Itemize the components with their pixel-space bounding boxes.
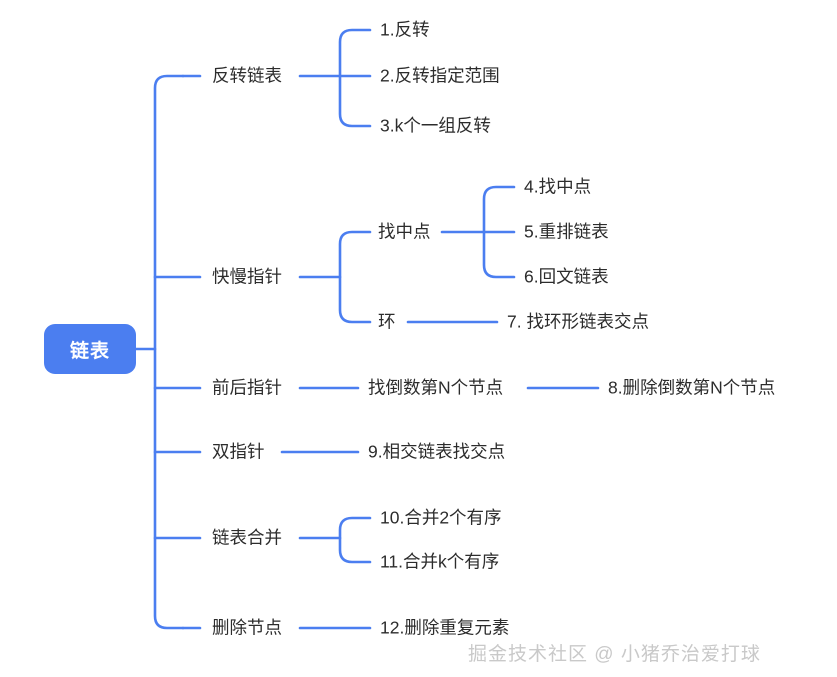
leaf-label-cycle-intersection[interactable]: 7. 找环形链表交点 <box>507 311 649 332</box>
leaf-label-reorder-list[interactable]: 5.重排链表 <box>524 221 609 242</box>
wire-fanzhuan-spine <box>338 28 372 128</box>
leaf-label-merge-k-sorted[interactable]: 11.合并k个有序 <box>380 551 500 572</box>
leaf-label-reverse[interactable]: 1.反转 <box>380 19 430 40</box>
branch-label-two-pointer[interactable]: 双指针 <box>212 441 265 462</box>
leaf-label-reverse-range[interactable]: 2.反转指定范围 <box>380 65 500 86</box>
branch-label-fast-slow-pointer[interactable]: 快慢指针 <box>212 266 282 287</box>
branch-label-reverse-list[interactable]: 反转链表 <box>212 65 282 86</box>
leaf-label-intersection-of-lists[interactable]: 9.相交链表找交点 <box>368 441 506 462</box>
leaf-label-remove-nth-from-end[interactable]: 8.删除倒数第N个节点 <box>608 377 776 398</box>
wire-kuaiman-spine <box>338 230 372 324</box>
branch-label-merge-list[interactable]: 链表合并 <box>212 527 282 548</box>
subbranch-label-cycle[interactable]: 环 <box>378 311 396 332</box>
leaf-label-find-middle[interactable]: 4.找中点 <box>524 176 592 197</box>
branch-label-delete-node[interactable]: 删除节点 <box>212 617 282 638</box>
subbranch-label-nth-from-end[interactable]: 找倒数第N个节点 <box>368 377 504 398</box>
leaf-label-reverse-k-group[interactable]: 3.k个一组反转 <box>380 115 491 136</box>
leaf-label-merge-two-sorted[interactable]: 10.合并2个有序 <box>380 507 502 528</box>
leaf-label-remove-duplicates[interactable]: 12.删除重复元素 <box>380 617 510 638</box>
watermark-text: 掘金技术社区 @ 小猪乔治爱打球 <box>468 644 761 665</box>
wire-hebing-spine <box>338 516 372 564</box>
subbranch-label-find-middle[interactable]: 找中点 <box>378 221 431 242</box>
leaf-label-palindrome-list[interactable]: 6.回文链表 <box>524 266 609 287</box>
root-node-label: 链表 <box>69 340 110 362</box>
root-node[interactable]: 链表 <box>44 324 136 374</box>
wire-main-spine <box>153 74 185 630</box>
branch-label-front-back-pointer[interactable]: 前后指针 <box>212 377 282 398</box>
